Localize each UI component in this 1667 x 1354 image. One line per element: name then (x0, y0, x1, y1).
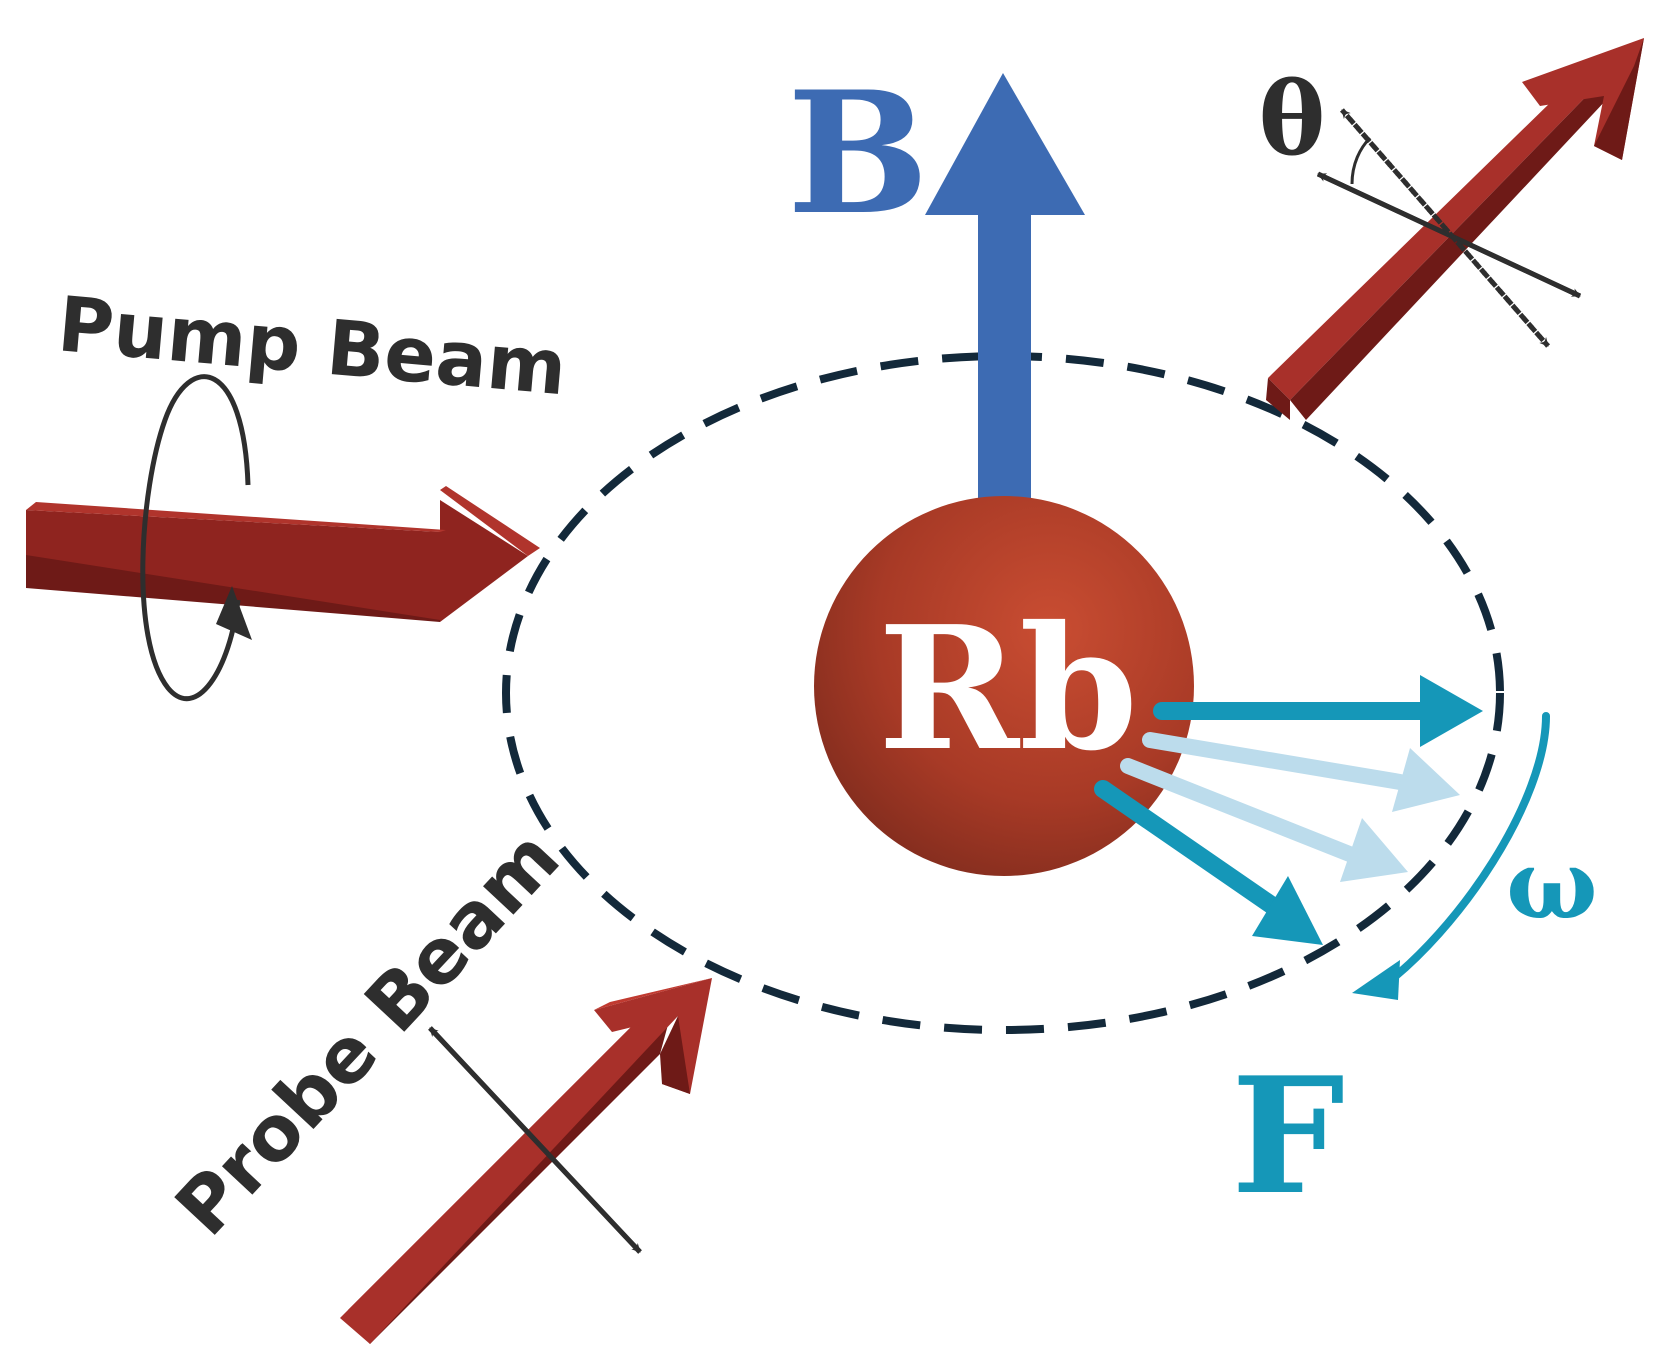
pump-beam-arrow (26, 486, 540, 622)
orbit-ellipse (502, 352, 1504, 1034)
precession-arrow (1352, 712, 1550, 1000)
spin-vector-horizontal (1153, 675, 1483, 747)
precession-label: ω (1506, 828, 1597, 941)
circular-polarization-loop (140, 374, 252, 702)
magnetic-field-label: B (787, 54, 929, 252)
spin-vector-ghost-1 (1142, 732, 1460, 812)
rotated-polarization-axes (1316, 108, 1582, 348)
spin-vectors (1094, 675, 1483, 945)
probe-beam-arrow (340, 978, 712, 1344)
probe-polarization-axis (428, 1026, 642, 1254)
spin-label: F (1231, 1042, 1345, 1230)
spin-vector-ghost-2 (1120, 758, 1408, 882)
polarization-angle-label: θ (1259, 60, 1326, 178)
magnetic-field-arrow (925, 73, 1085, 518)
pump-beam-label: Pump Beam (54, 279, 570, 412)
spin-vector-tilted (1094, 780, 1323, 945)
atom-label: Rb (878, 589, 1138, 789)
